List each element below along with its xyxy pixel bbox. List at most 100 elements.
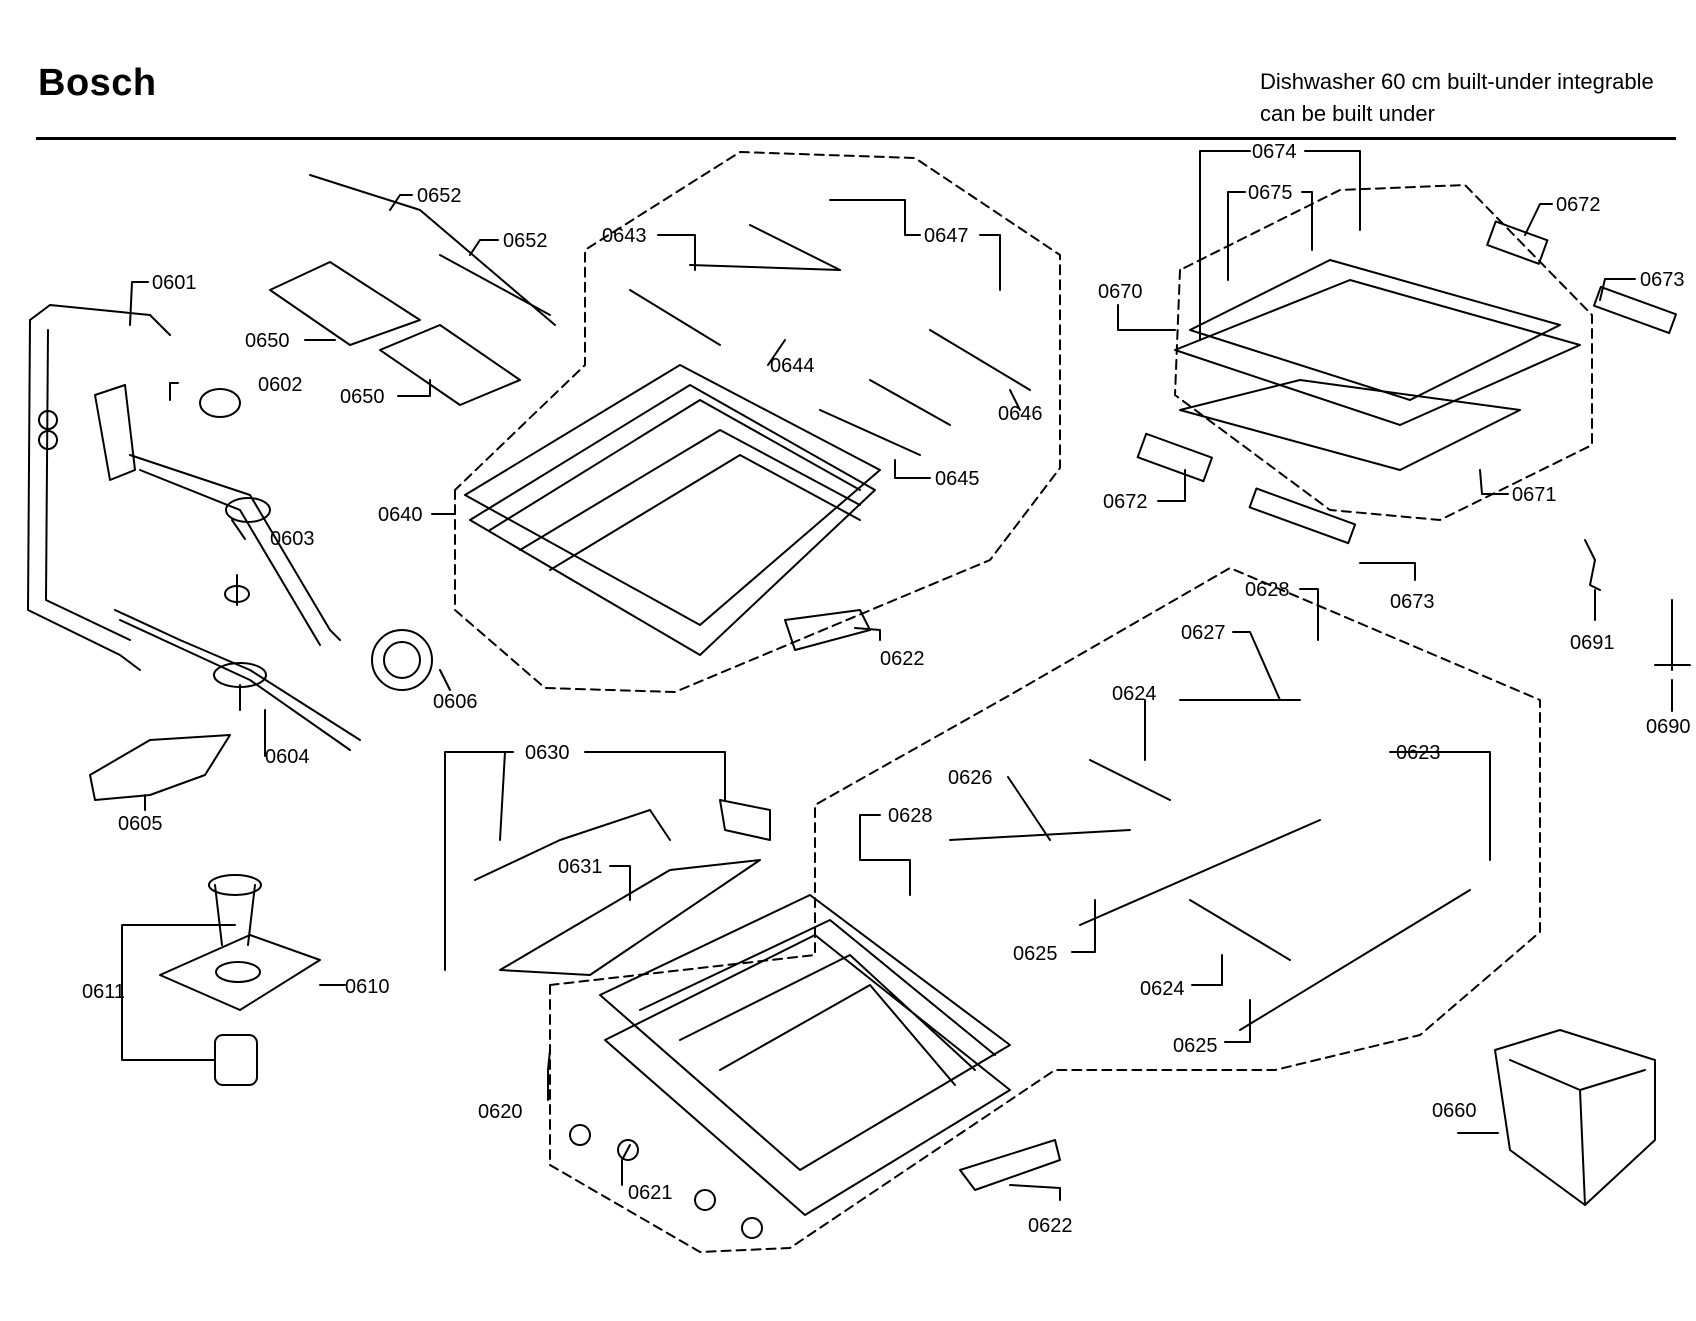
part-label-0675: 0675 xyxy=(1248,182,1293,204)
part-label-0690: 0690 xyxy=(1646,716,1691,738)
cutlery-basket-sketch xyxy=(1494,1029,1656,1206)
rack-rails-sketch xyxy=(309,174,556,326)
part-label-0626: 0626 xyxy=(948,767,993,789)
part-label-0625-upper: 0625 xyxy=(1013,943,1058,965)
leader-0611 xyxy=(121,924,236,1061)
leader-0675-b xyxy=(1301,191,1313,251)
part-label-0611: 0611 xyxy=(82,981,125,1003)
leader-0673b xyxy=(1359,562,1416,581)
top-rack-sketch xyxy=(1136,220,1678,545)
part-label-0646: 0646 xyxy=(998,403,1043,425)
part-label-0605: 0605 xyxy=(118,813,163,835)
part-label-0652-upper: 0652 xyxy=(417,185,462,207)
part-label-0627: 0627 xyxy=(1181,622,1226,644)
handle-strips-sketch xyxy=(784,609,1061,1191)
description-line-1: Dishwasher 60 cm built-under integrable xyxy=(1260,69,1654,94)
leader-0627 xyxy=(1232,631,1281,701)
part-label-0606: 0606 xyxy=(433,691,478,713)
leader-0624b xyxy=(1191,954,1223,986)
leader-0647 xyxy=(829,199,921,236)
part-label-0691: 0691 xyxy=(1570,632,1615,654)
lower-rack-shelf-sketch xyxy=(474,799,771,976)
part-label-0647: 0647 xyxy=(924,225,969,247)
leader-0622b xyxy=(1009,1184,1061,1201)
leader-0652b xyxy=(469,239,499,256)
spray-arm-supply-pipe-sketch xyxy=(27,304,171,671)
leader-0630-c xyxy=(444,751,506,971)
part-label-0610: 0610 xyxy=(345,976,390,998)
lower-basket-group-outline xyxy=(549,567,1541,1253)
part-label-0674: 0674 xyxy=(1252,141,1297,163)
part-label-0604: 0604 xyxy=(265,746,310,768)
leader-0672b xyxy=(1157,469,1186,502)
leader-0621 xyxy=(621,1144,631,1186)
part-label-0622-upper: 0622 xyxy=(880,648,925,670)
part-label-0672-left: 0672 xyxy=(1103,491,1148,513)
rack-runner-parts-sketch xyxy=(1584,539,1691,671)
lower-spray-arm-sketch xyxy=(114,609,361,751)
leader-0631 xyxy=(609,865,631,901)
brand-logo: Bosch xyxy=(38,62,157,104)
leader-0646 xyxy=(1009,389,1021,411)
cover-plate-sketch xyxy=(371,629,433,691)
part-label-0623: 0623 xyxy=(1396,742,1441,764)
leader-0643 xyxy=(657,234,696,271)
leader-0601 xyxy=(129,281,149,326)
leader-0628a xyxy=(1299,588,1319,641)
leader-0603 xyxy=(231,519,246,540)
part-label-0672-right: 0672 xyxy=(1556,194,1601,216)
leader-0670 xyxy=(1117,304,1176,331)
cup-shelf-sketch xyxy=(269,261,521,406)
diagram-description: Dishwasher 60 cm built-under integrable … xyxy=(1260,66,1654,130)
leader-0626 xyxy=(1007,776,1051,841)
part-label-0624-upper: 0624 xyxy=(1112,683,1157,705)
leader-0671 xyxy=(1479,469,1509,495)
leader-0675 xyxy=(1227,191,1246,281)
part-label-0640: 0640 xyxy=(378,504,423,526)
part-label-0660: 0660 xyxy=(1432,1100,1477,1122)
upper-spray-arm-sketch xyxy=(94,384,341,646)
part-label-0625-lower: 0625 xyxy=(1173,1035,1218,1057)
leader-0645 xyxy=(894,459,931,479)
part-label-0650-upper: 0650 xyxy=(245,330,290,352)
part-label-0603: 0603 xyxy=(270,528,315,550)
part-label-0673-right: 0673 xyxy=(1640,269,1685,291)
part-label-0643: 0643 xyxy=(602,225,647,247)
leader-0630 xyxy=(499,751,514,841)
leader-0622a xyxy=(854,627,881,641)
leader-0673a xyxy=(1599,278,1636,301)
lower-basket-sketch xyxy=(569,894,1011,1239)
leader-0652a xyxy=(389,194,413,211)
part-label-0650-lower: 0650 xyxy=(340,386,385,408)
part-label-0670: 0670 xyxy=(1098,281,1143,303)
part-label-0645: 0645 xyxy=(935,468,980,490)
part-label-0624-lower: 0624 xyxy=(1140,978,1185,1000)
tine-rows-upper-sketch xyxy=(629,224,1031,456)
part-labels: 0601 0602 0603 0604 0605 0606 0610 0611 … xyxy=(82,141,1691,1237)
filter-assembly-sketch xyxy=(159,874,321,1086)
part-label-0644: 0644 xyxy=(770,355,815,377)
part-label-0671: 0671 xyxy=(1512,484,1557,506)
leader-0644 xyxy=(767,339,786,366)
part-label-0621: 0621 xyxy=(628,1182,673,1204)
leader-0672a xyxy=(1524,203,1553,236)
part-label-0620: 0620 xyxy=(478,1101,523,1123)
part-label-0631: 0631 xyxy=(558,856,603,878)
part-label-0602: 0602 xyxy=(258,374,303,396)
top-rack-group-outline xyxy=(1174,184,1593,521)
leader-0602 xyxy=(169,382,179,401)
leader-0625b xyxy=(1224,999,1251,1043)
upper-basket-sketch xyxy=(464,364,881,656)
tine-rows-lower-sketch xyxy=(949,699,1471,1031)
part-label-0628-lower: 0628 xyxy=(888,805,933,827)
leader-0674 xyxy=(1199,150,1251,341)
description-line-2: can be built under xyxy=(1260,101,1435,126)
leader-0630-b xyxy=(584,751,726,801)
leader-0647-b xyxy=(979,234,1001,291)
upper-basket-group-outline xyxy=(454,151,1061,693)
part-label-0628-upper: 0628 xyxy=(1245,579,1290,601)
leader-0650b xyxy=(397,379,431,397)
part-label-0652-lower: 0652 xyxy=(503,230,548,252)
part-label-0601: 0601 xyxy=(152,272,197,294)
